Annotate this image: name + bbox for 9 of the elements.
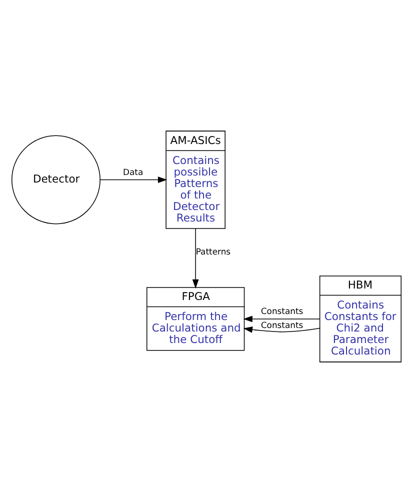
edge-label: Constants [260,320,304,330]
arrow [192,228,199,289]
edge-label: Patterns [196,246,231,256]
edge-label: Data [123,167,144,178]
node-circle: Detector [12,135,100,224]
arrow [243,316,320,322]
edge-label: Constants [260,306,304,316]
arrow [100,176,168,183]
arrow [243,326,320,333]
